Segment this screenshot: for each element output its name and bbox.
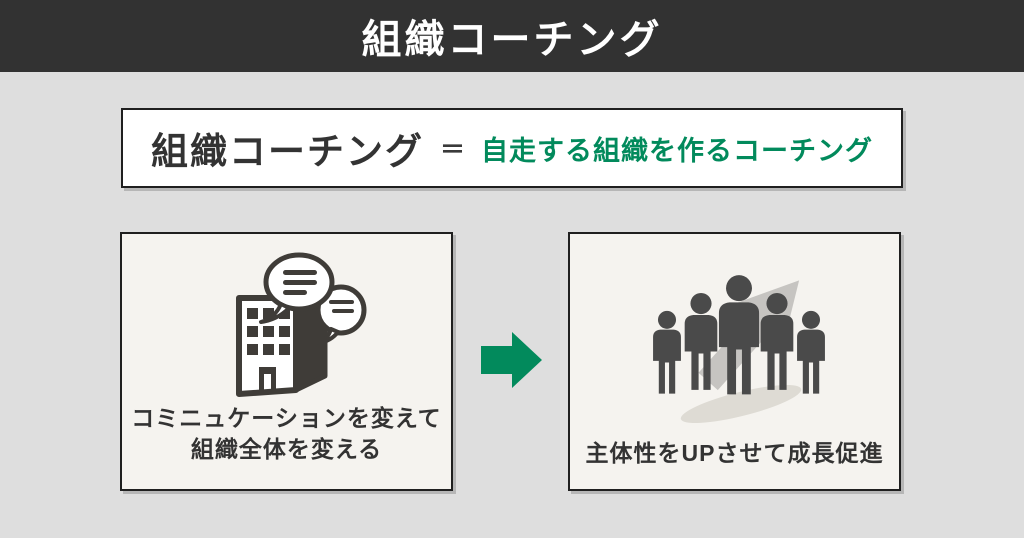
caption-line: コミニュケーションを変えて: [131, 405, 442, 431]
page-title: 組織コーチング: [361, 18, 663, 62]
card-growth-caption: 主体性をUPさせて成長促進: [570, 438, 899, 469]
card-growth: 主体性をUPさせて成長促進: [568, 232, 901, 491]
caption-line: 組織全体を変える: [190, 436, 383, 462]
caption-line: 主体性をUPさせて成長促進: [585, 440, 884, 466]
right-arrow-icon: [481, 331, 543, 389]
equation-box: 組織コーチング ＝ 自走する組織を作るコーチング: [121, 108, 903, 188]
equation-right-term: 自走する組織を作るコーチング: [481, 135, 873, 166]
card-communication-caption: コミニュケーションを変えて 組織全体を変える: [122, 403, 451, 465]
title-banner: 組織コーチング: [0, 0, 1024, 72]
equation-left-term: 組織コーチング: [150, 131, 424, 172]
equals-sign: ＝: [439, 136, 465, 164]
building-chat-icon: [122, 252, 451, 404]
team-growth-icon: [570, 252, 899, 430]
card-communication: コミニュケーションを変えて 組織全体を変える: [120, 232, 453, 491]
